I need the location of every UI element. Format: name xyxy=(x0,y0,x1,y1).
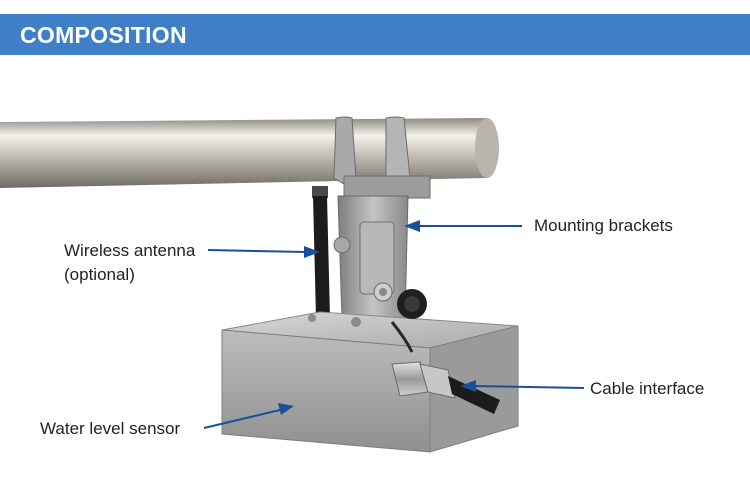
page-title: COMPOSITION xyxy=(20,22,187,48)
label-wireless-antenna: Wireless antenna xyxy=(64,241,196,260)
cable-interface xyxy=(391,361,500,414)
label-water-level-sensor: Water level sensor xyxy=(40,419,181,438)
header-band xyxy=(0,14,750,55)
pipe xyxy=(0,118,499,188)
arrow-cable-interface xyxy=(473,385,585,389)
label-cable-interface: Cable interface xyxy=(590,379,705,398)
arrow-water-level-sensor xyxy=(203,409,281,429)
pointer-arrows xyxy=(203,220,585,429)
mounting-bracket xyxy=(333,195,409,319)
pipe-clamps xyxy=(333,116,431,199)
wireless-antenna xyxy=(312,186,330,318)
label-mounting-brackets: Mounting brackets xyxy=(534,216,673,235)
arrow-wireless-antenna xyxy=(207,249,307,253)
label-optional: (optional) xyxy=(64,265,135,284)
connector-cap xyxy=(390,289,427,353)
